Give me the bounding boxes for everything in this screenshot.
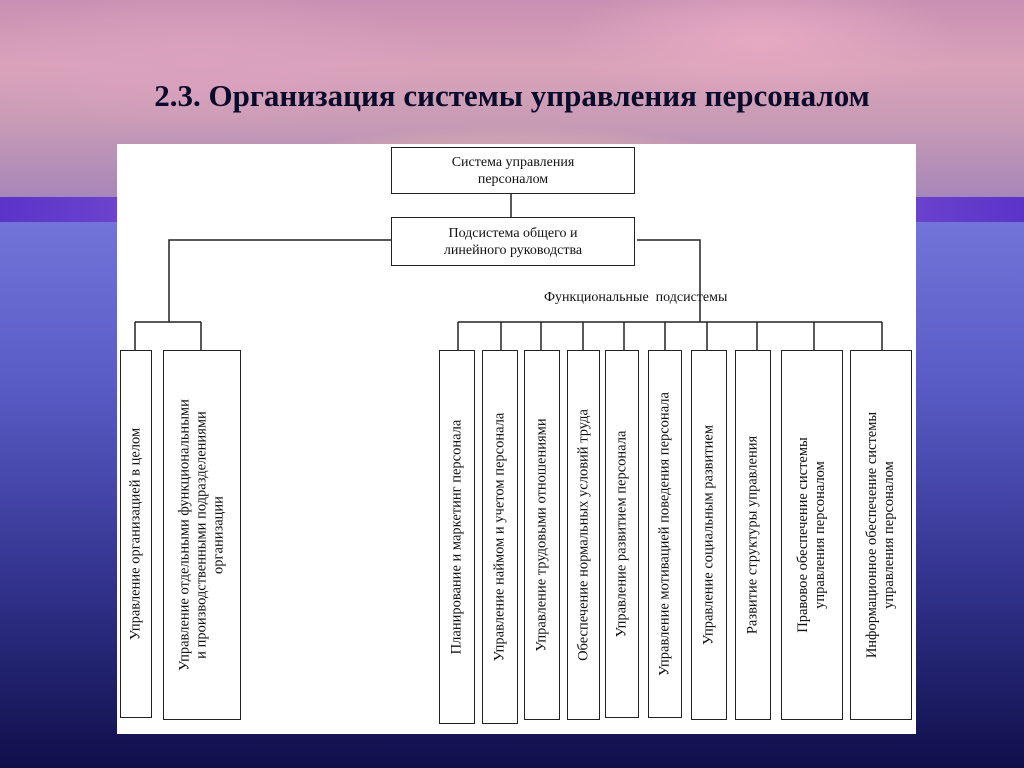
functional-box-5-label: Управление развитием персонала [613,430,630,638]
functional-box-7: Управление социальным развитием [691,350,727,720]
functional-box-6: Управление мотивацией поведения персонал… [648,350,682,718]
diagram-panel: Система управления персоналом Подсистема… [117,144,916,734]
left-box-1-label: Управление организацией в целом [127,427,144,641]
left-box-2: Управление отдельными функциональными и … [163,350,241,720]
functional-box-8: Развитие структуры управления [735,350,771,720]
root-box: Система управления персоналом [391,147,635,194]
functional-box-1: Планирование и маркетинг персонала [439,350,475,724]
functional-box-9-label: Правовое обеспечение системы управления … [795,437,828,633]
functional-box-4-label: Обеспечение нормальных условий труда [575,409,591,661]
functional-box-9: Правовое обеспечение системы управления … [781,350,843,720]
functional-box-3: Управление трудовыми отношениями [524,350,560,720]
functional-box-4: Обеспечение нормальных условий труда [567,350,600,720]
general-subsystem-label: Подсистема общего и линейного руководств… [443,225,583,258]
functional-box-5: Управление развитием персонала [605,350,639,718]
connector-lines [134,194,883,350]
functional-subsystems-label: Функциональные подсистемы [544,290,728,305]
functional-box-3-label: Управление трудовыми отношениями [533,418,550,652]
functional-box-1-label: Планирование и маркетинг персонала [448,419,465,655]
functional-box-6-label: Управление мотивацией поведения персонал… [656,392,673,676]
general-subsystem-box: Подсистема общего и линейного руководств… [391,217,635,266]
root-box-label: Система управления персоналом [451,154,575,187]
slide-title: 2.3. Организация системы управления перс… [154,78,870,113]
functional-box-10: Информационное обеспечение системы управ… [850,350,912,720]
left-box-2-label: Управление отдельными функциональными и … [176,399,227,671]
functional-box-7-label: Управление социальным развитием [700,425,717,645]
left-box-1: Управление организацией в целом [120,350,152,718]
functional-box-8-label: Развитие структуры управления [744,435,761,635]
functional-box-2-label: Управление наймом и учетом персонала [491,412,508,662]
functional-box-2: Управление наймом и учетом персонала [482,350,518,724]
functional-box-10-label: Информационное обеспечение системы управ… [864,411,897,659]
